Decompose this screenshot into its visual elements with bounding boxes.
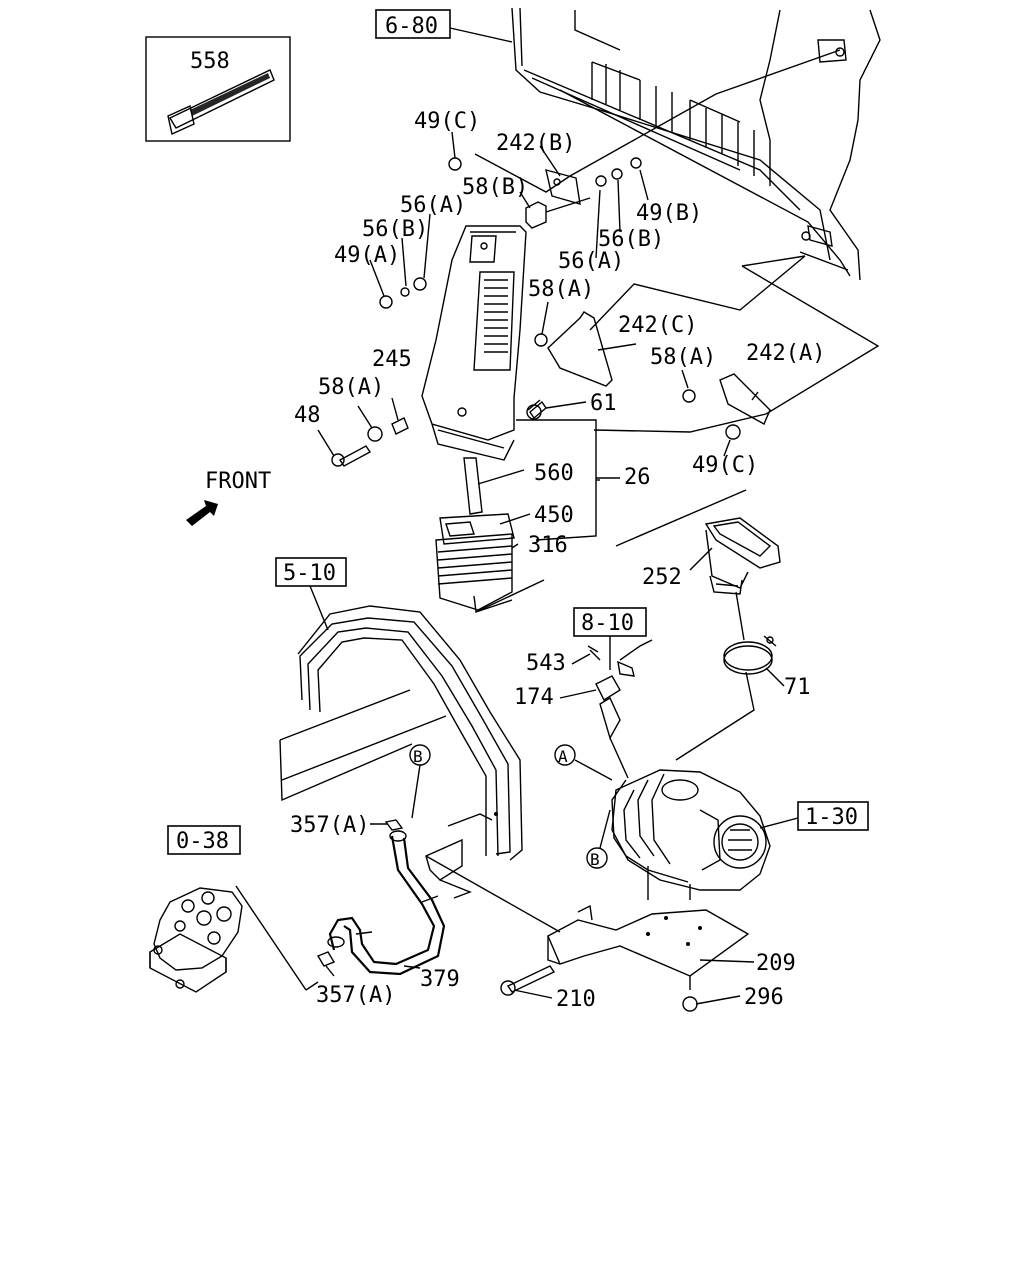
label-58a-right[interactable]: 58(A) xyxy=(650,345,716,370)
hose-379 xyxy=(316,819,446,976)
label-450[interactable]: 450 xyxy=(534,503,574,528)
label-245[interactable]: 245 xyxy=(372,347,412,372)
label-71[interactable]: 71 xyxy=(784,675,811,700)
leader-lines xyxy=(317,131,785,1005)
ref-box-6-80-label: 6-80 xyxy=(385,14,438,39)
label-357a-bottom[interactable]: 357(A) xyxy=(316,983,395,1008)
label-210[interactable]: 210 xyxy=(556,987,596,1012)
label-560[interactable]: 560 xyxy=(534,461,574,486)
label-252[interactable]: 252 xyxy=(642,565,682,590)
label-56a-left[interactable]: 56(A) xyxy=(400,193,466,218)
marker-b-filter-label: B xyxy=(590,850,600,869)
inset-cable-tie[interactable]: 558 xyxy=(145,36,291,142)
label-58a-mid[interactable]: 58(A) xyxy=(528,277,594,302)
label-49c-top[interactable]: 49(C) xyxy=(414,109,480,134)
label-56a-right[interactable]: 56(A) xyxy=(558,249,624,274)
label-558: 558 xyxy=(190,49,230,74)
label-58a-left[interactable]: 58(A) xyxy=(318,375,384,400)
label-49b[interactable]: 49(B) xyxy=(636,201,702,226)
frame-rail xyxy=(279,605,561,933)
label-49a[interactable]: 49(A) xyxy=(334,243,400,268)
marker-a-label: A xyxy=(558,747,568,766)
ref-box-5-10[interactable]: 5-10 xyxy=(275,557,347,587)
compressor xyxy=(149,887,243,993)
front-label: FRONT xyxy=(205,469,271,494)
fasteners-left xyxy=(331,277,427,467)
label-296[interactable]: 296 xyxy=(744,985,784,1010)
intake-cap xyxy=(704,517,781,595)
label-58b[interactable]: 58(B) xyxy=(462,175,528,200)
ref-box-0-38[interactable]: 0-38 xyxy=(167,825,241,855)
ref-box-8-10-label: 8-10 xyxy=(581,611,634,636)
ref-box-1-30-label: 1-30 xyxy=(805,805,858,830)
marker-b-hose-label: B xyxy=(413,747,423,766)
label-26[interactable]: 26 xyxy=(624,465,651,490)
label-316[interactable]: 316 xyxy=(528,533,568,558)
cable-tie-icon xyxy=(167,69,275,135)
mount-bracket-assembly xyxy=(448,49,880,440)
part-labels: 49(C) 242(B) 58(B) 56(A) 56(B) 49(A) 49(… xyxy=(290,109,825,1012)
label-61[interactable]: 61 xyxy=(590,391,617,416)
label-48[interactable]: 48 xyxy=(294,403,321,428)
label-209[interactable]: 209 xyxy=(756,951,796,976)
marker-b-filter[interactable]: B xyxy=(586,847,608,869)
marker-a[interactable]: A xyxy=(554,744,576,766)
label-379[interactable]: 379 xyxy=(420,967,460,992)
cab-panel xyxy=(511,7,881,281)
ref-box-6-80[interactable]: 6-80 xyxy=(375,9,451,39)
ref-box-0-38-label: 0-38 xyxy=(176,829,229,854)
air-cleaner-bracket xyxy=(500,904,750,1012)
label-56b-right[interactable]: 56(B) xyxy=(598,227,664,252)
label-56b-left[interactable]: 56(B) xyxy=(362,217,428,242)
front-arrow xyxy=(186,500,218,526)
label-242a[interactable]: 242(A) xyxy=(746,341,825,366)
label-49c-bottom[interactable]: 49(C) xyxy=(692,453,758,478)
ref-box-1-30[interactable]: 1-30 xyxy=(797,801,869,831)
label-242b[interactable]: 242(B) xyxy=(496,131,575,156)
air-intake-duct xyxy=(421,225,527,461)
intake-cover-stack xyxy=(435,457,545,613)
label-543[interactable]: 543 xyxy=(526,651,566,676)
label-174[interactable]: 174 xyxy=(514,685,554,710)
label-242c[interactable]: 242(C) xyxy=(618,313,697,338)
hose-clamp xyxy=(723,635,777,675)
ref-box-8-10[interactable]: 8-10 xyxy=(573,607,647,637)
label-357a-top[interactable]: 357(A) xyxy=(290,813,369,838)
air-cleaner xyxy=(611,769,771,900)
ref-box-5-10-label: 5-10 xyxy=(283,561,336,586)
sensor-assembly xyxy=(587,639,653,779)
marker-b-hose[interactable]: B xyxy=(409,744,431,766)
